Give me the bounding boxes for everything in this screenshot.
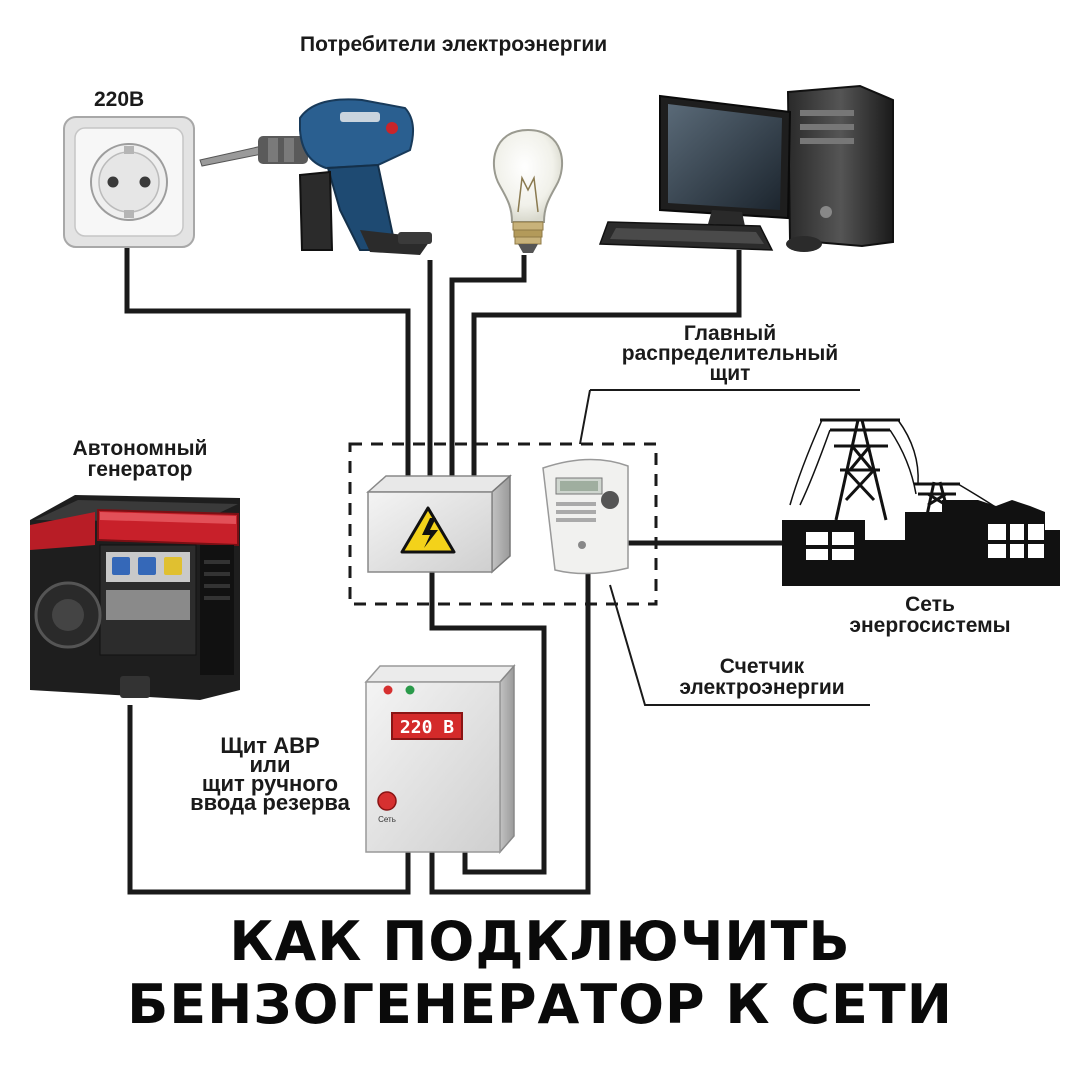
factory-icon [782,500,1060,586]
main-panel-label-line2: распределительный [621,342,839,365]
generator [30,495,240,700]
socket-icon [63,116,195,248]
electricity-meter [542,458,629,575]
generator-label-line2: генератор [87,458,193,481]
generator-label: Автономный генератор [50,438,230,480]
avr-display [391,712,463,740]
leader-meter [609,584,870,706]
main-panel-label-line1: Главный [683,322,777,345]
avr-panel-label-line2: или [249,752,291,777]
wire-panel-to-avr [429,570,547,875]
consumers-label: Потребители электроэнергии [300,33,608,56]
meter-label-line1: Счетчик [719,655,805,678]
wire-bulb [449,255,527,478]
grid [782,418,1060,586]
main-panel-label-line3: щит [709,362,751,385]
avr-panel-label-line4: ввода резерва [190,790,350,815]
avr-panel-label: Щит АВР или щит ручного ввода резерва [180,733,360,815]
wires [124,248,790,895]
wire-socket [124,248,411,478]
avr-grid-button [377,791,397,811]
avr-led-green [405,685,415,695]
page-title-line2: БЕНЗОГЕНЕРАТОР К СЕТИ [127,973,953,1036]
avr-led-red [383,685,393,695]
grid-label: Сеть энергосистемы [830,594,1030,636]
main-panel-boundary [348,442,658,606]
power-line-tower-icon [820,418,960,521]
distribution-box [366,474,512,574]
leader-main-panel [579,389,860,445]
main-panel-label: Главный распределительный щит [590,322,870,385]
power-cables [789,419,1001,511]
wire-generator-to-avr [127,705,411,895]
grid-label-line1: Сеть [905,593,955,616]
wire-computer [471,250,742,478]
wire-meter-to-avr [429,572,591,895]
grid-label-line2: энергосистемы [849,614,1011,637]
avr-display-text: 220 В [400,717,454,738]
computer-icon [598,84,894,252]
meter-label: Счетчик электроэнергии [652,656,872,698]
avr-panel-label-line1: Щит АВР [220,733,320,758]
socket-voltage-label: 220В [94,88,145,111]
generator-label-line1: Автономный [72,437,208,460]
drill-icon [199,98,432,255]
lightbulb-icon [492,128,564,253]
high-voltage-warning-icon [400,506,456,554]
avr-button-caption: Сеть [378,815,396,824]
page-title-line1: КАК ПОДКЛЮЧИТЬ [229,910,851,973]
avr-panel: 220 В Сеть [364,664,516,854]
avr-panel-label-line3: щит ручного [201,771,339,796]
meter-label-line2: электроэнергии [679,676,845,699]
